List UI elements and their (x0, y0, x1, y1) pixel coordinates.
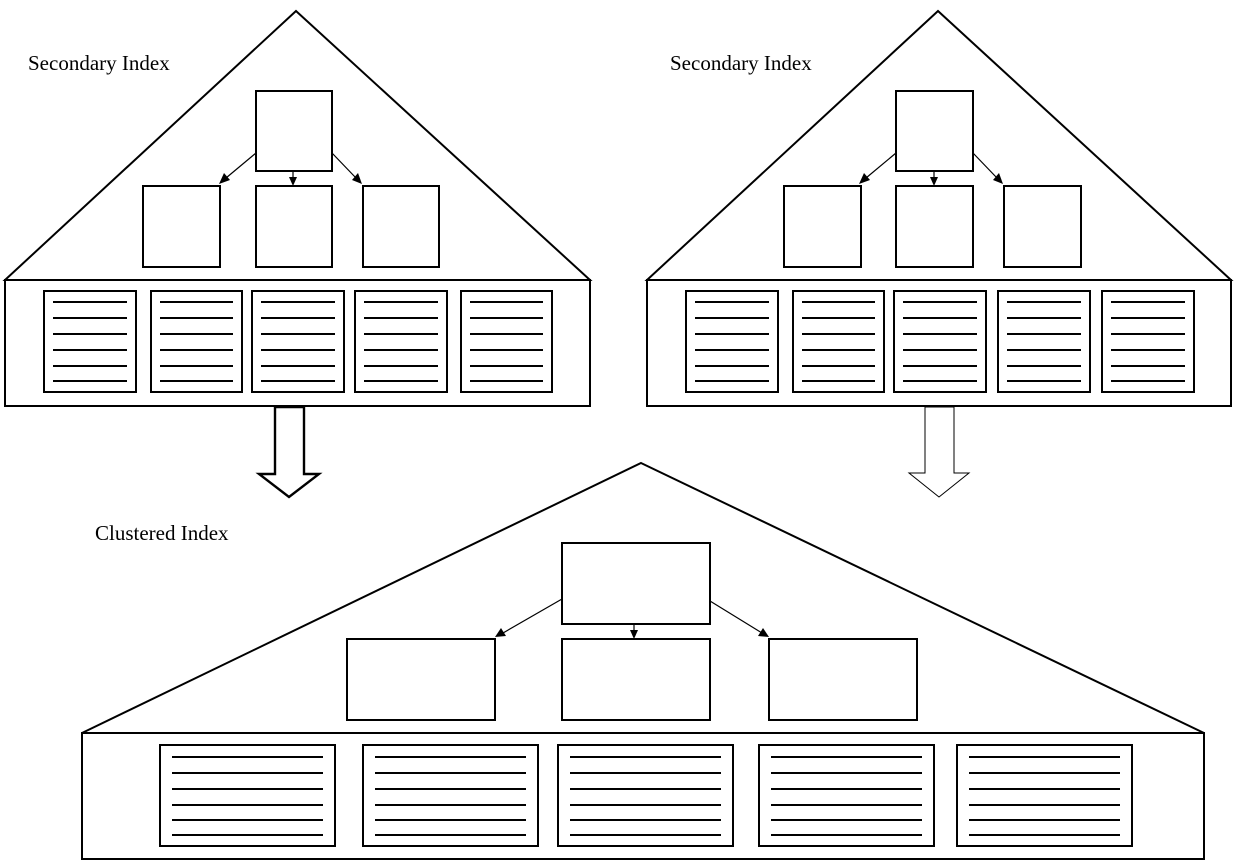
leaf-page (159, 744, 336, 847)
clustered-index-child-node-2 (561, 638, 711, 721)
secondary-index-right-title: Secondary Index (670, 51, 812, 75)
leaf-page (460, 290, 553, 393)
secondary-index-right-child-node-3 (1003, 185, 1082, 268)
leaf-page (893, 290, 987, 393)
leaf-page (956, 744, 1133, 847)
secondary-to-clustered-arrow-left (255, 405, 323, 499)
secondary-index-right-child-node-2 (895, 185, 974, 268)
secondary-index-left: Secondary Index (2, 9, 593, 499)
leaf-page (758, 744, 935, 847)
secondary-index-right-child-node-1 (783, 185, 862, 268)
secondary-index-left-leaf-pages (43, 290, 553, 393)
leaf-page (1101, 290, 1195, 393)
leaf-page (557, 744, 734, 847)
leaf-page (354, 290, 448, 393)
secondary-index-right-root-node (895, 90, 974, 172)
clustered-index-root-node (561, 542, 711, 625)
clustered-index-leaf-pages (159, 744, 1133, 847)
leaf-page (792, 290, 885, 393)
clustered-index-child-node-3 (768, 638, 918, 721)
leaf-page (43, 290, 137, 393)
secondary-index-right-leaf-pages (685, 290, 1195, 393)
clustered-index-child-node-1 (346, 638, 496, 721)
secondary-index-left-child-node-3 (362, 185, 440, 268)
clustered-index: Clustered Index (81, 461, 1205, 860)
secondary-index-left-title: Secondary Index (28, 51, 170, 75)
secondary-index-left-child-node-1 (142, 185, 221, 268)
secondary-index-left-root-node (255, 90, 333, 172)
leaf-page (251, 290, 345, 393)
clustered-index-node-arrows (495, 598, 769, 639)
clustered-index-title: Clustered Index (95, 521, 229, 545)
leaf-page (997, 290, 1091, 393)
leaf-page (362, 744, 539, 847)
secondary-index-right-node-arrows (859, 152, 1003, 186)
secondary-index-left-child-node-2 (255, 185, 333, 268)
secondary-to-clustered-arrow-right (907, 406, 971, 498)
leaf-page (150, 290, 243, 393)
secondary-index-right: Secondary Index (644, 9, 1234, 498)
leaf-page (685, 290, 779, 393)
secondary-index-left-node-arrows (219, 152, 362, 186)
